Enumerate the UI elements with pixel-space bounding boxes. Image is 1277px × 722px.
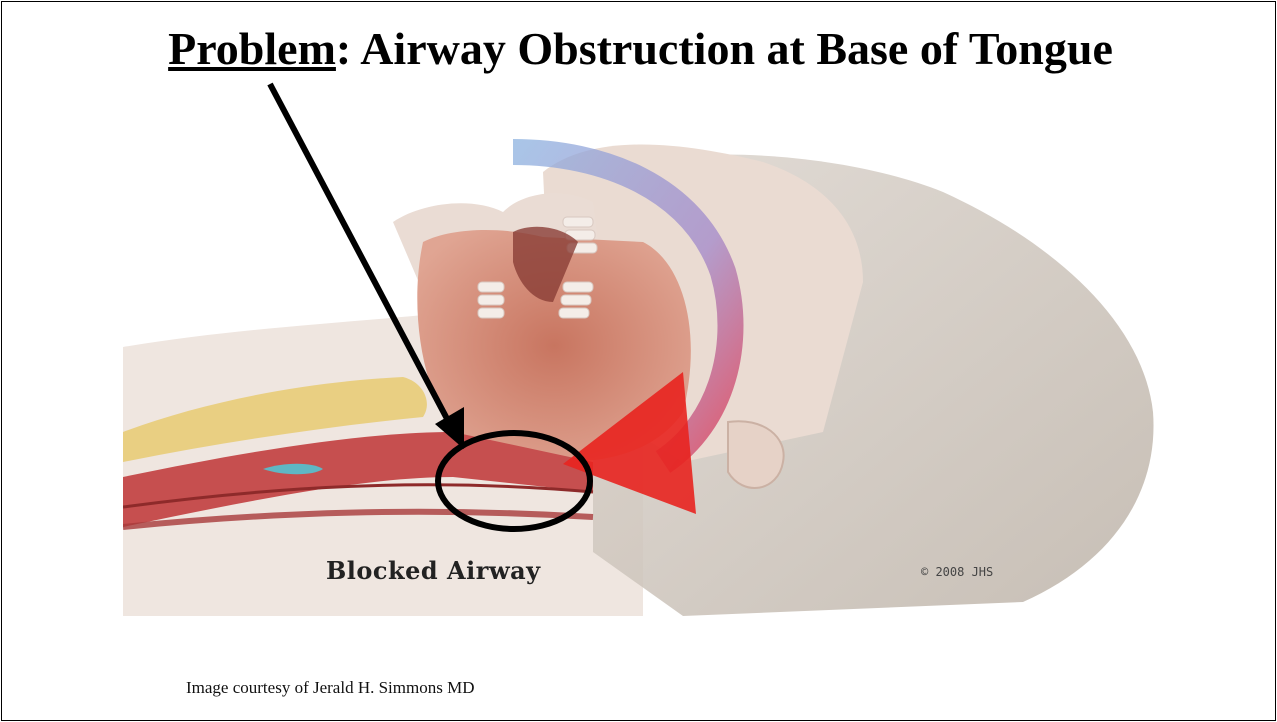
pointer-arrow (270, 84, 454, 432)
image-credit: Image courtesy of Jerald H. Simmons MD (186, 678, 474, 698)
obstruction-circle (438, 433, 590, 529)
pointer-arrowhead (435, 407, 464, 449)
